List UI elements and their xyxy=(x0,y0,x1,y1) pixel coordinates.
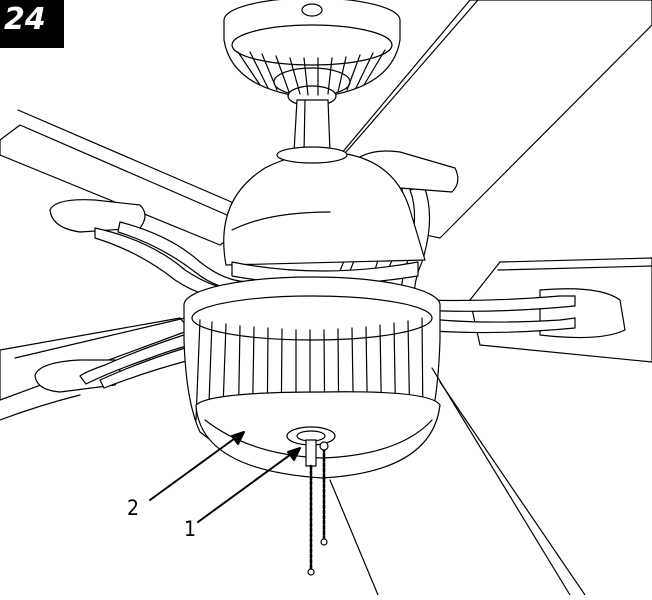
callout-2-label: 2 xyxy=(127,496,140,520)
pull-chain-icon xyxy=(306,440,328,575)
leader-arrows xyxy=(150,432,300,522)
callout-1-label: 1 xyxy=(184,517,197,541)
ceiling-canopy xyxy=(224,0,400,106)
downrod xyxy=(294,100,330,152)
step-number-badge: 24 xyxy=(0,0,64,48)
background-lines xyxy=(0,368,585,595)
